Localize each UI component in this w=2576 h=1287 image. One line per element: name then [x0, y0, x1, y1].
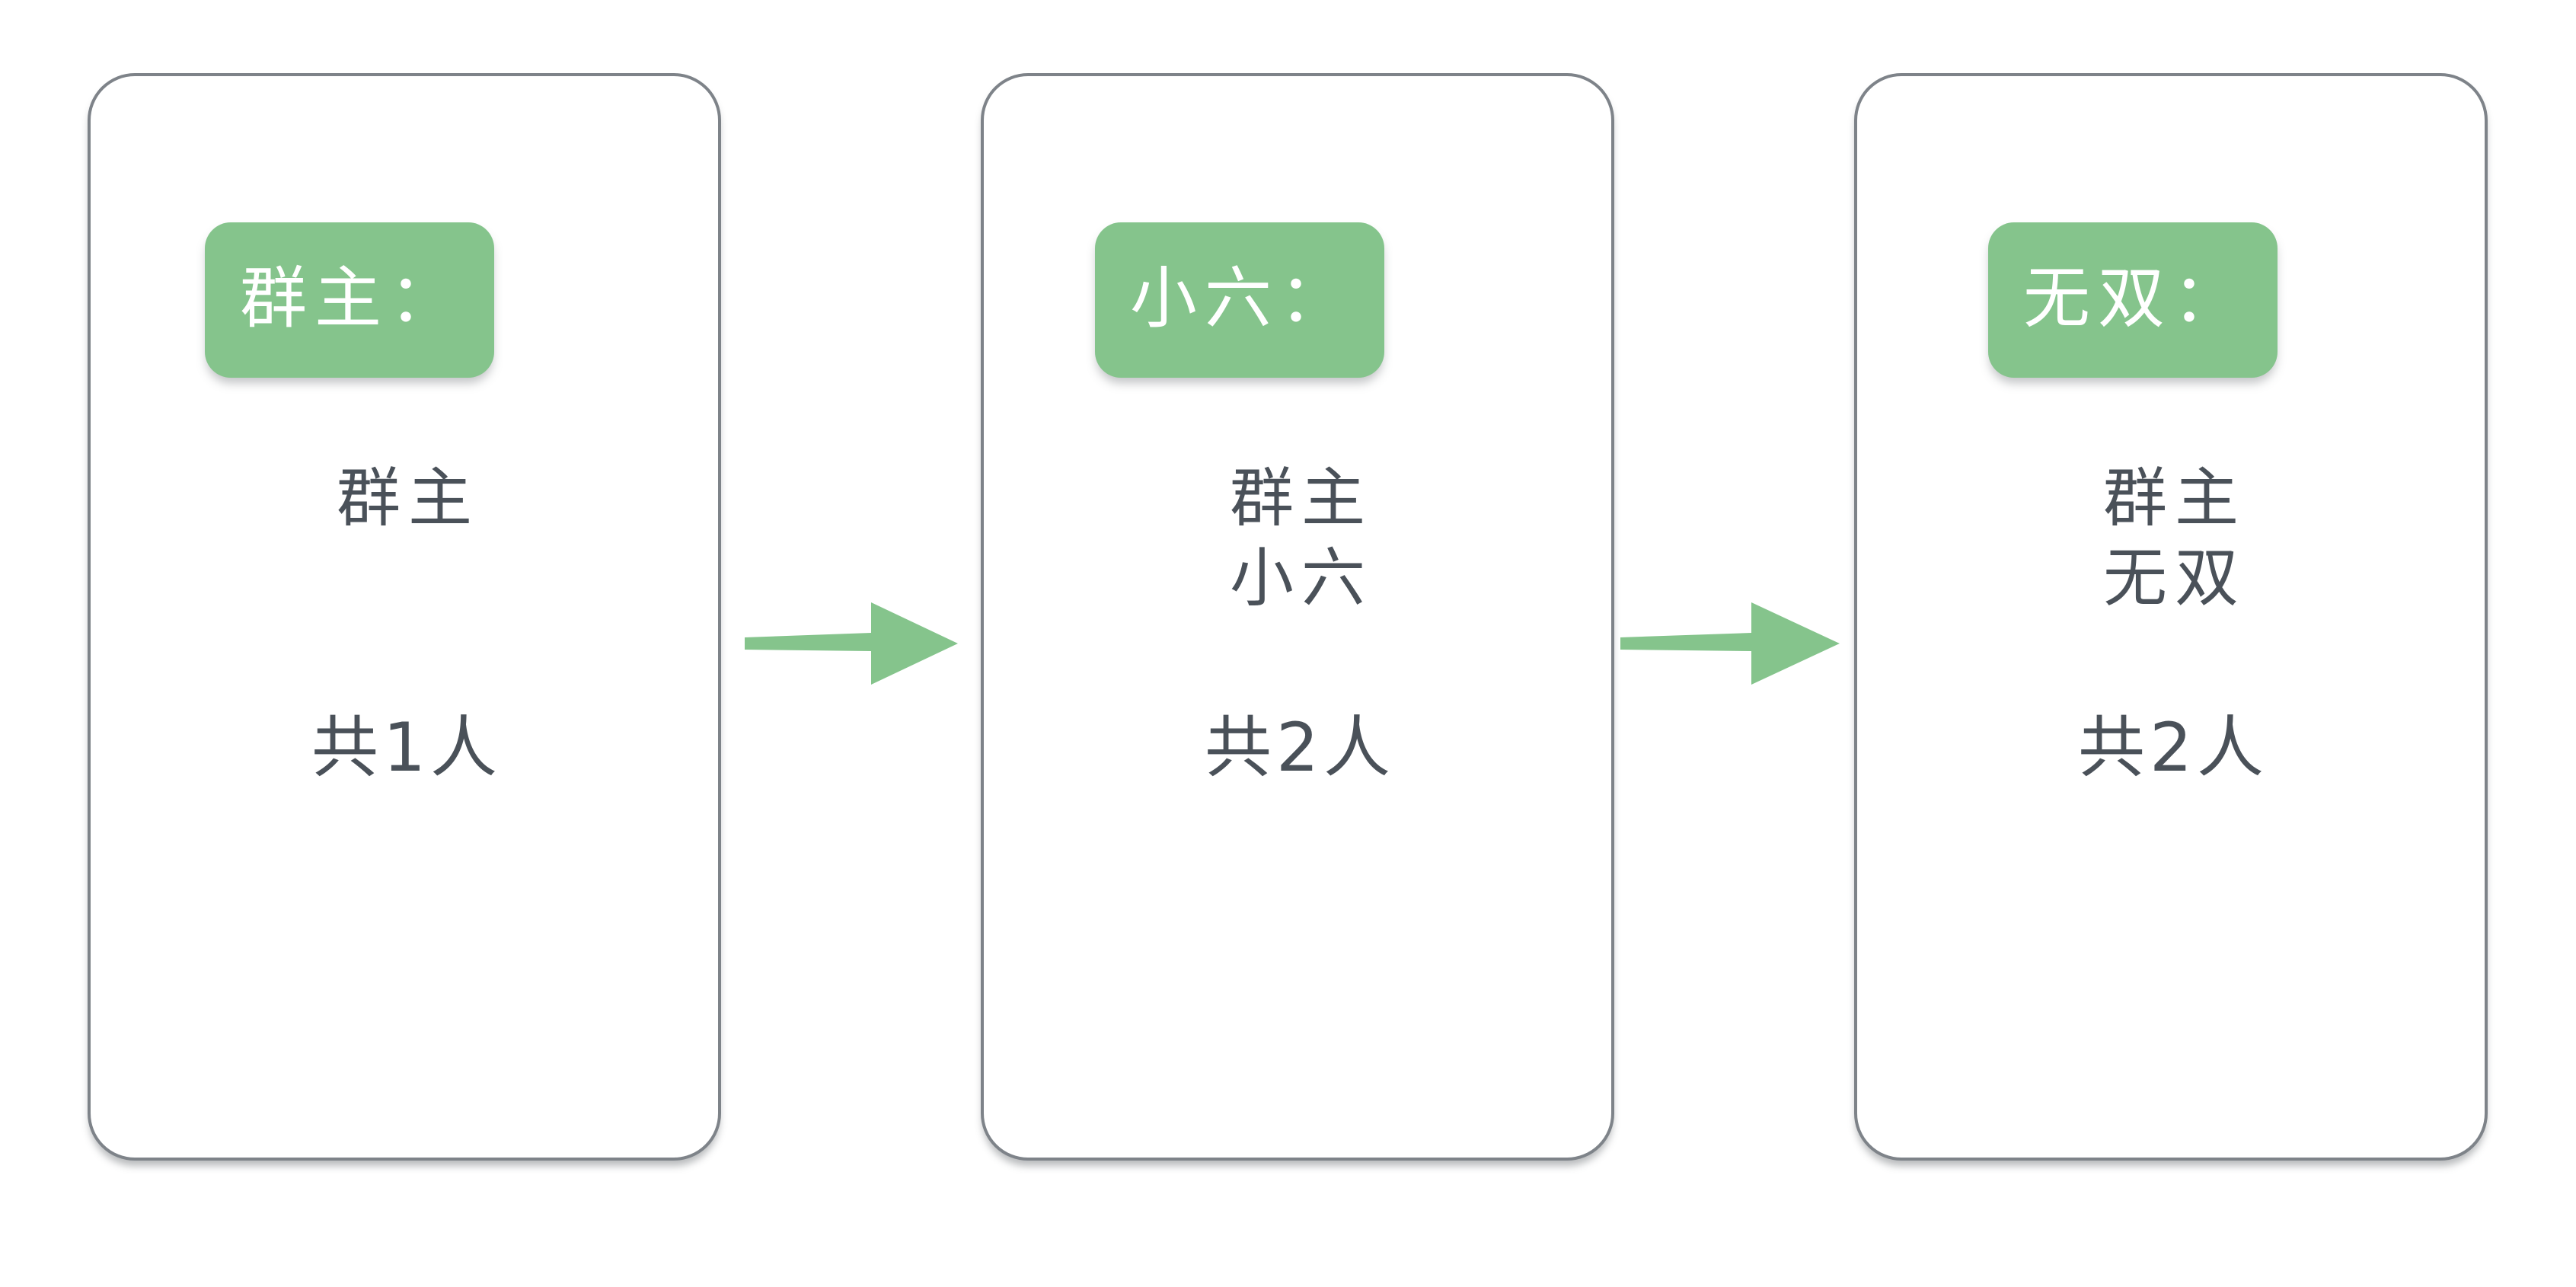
flow-arrow-2-icon: [1620, 601, 1840, 686]
card-3-member-list: 群主 无双: [1857, 458, 2485, 618]
card-3-member-1: 群主: [2102, 461, 2246, 535]
card-1-member-list: 群主: [91, 458, 718, 538]
card-3-title-badge: 无双：: [1988, 222, 2278, 378]
card-1-member-count: 共1人: [311, 708, 502, 787]
card-2-member-list: 群主 小六: [984, 458, 1611, 618]
card-3-member-2: 无双: [2102, 541, 2246, 615]
card-1-member-1: 群主: [336, 461, 480, 535]
card-2-member-count: 共2人: [1205, 708, 1395, 787]
card-2-member-1: 群主: [1229, 461, 1373, 535]
card-3-member-count: 共2人: [2078, 708, 2268, 787]
flow-card-2[interactable]: 小六： 群主 小六 共2人: [981, 73, 1614, 1161]
card-1-title-badge: 群主：: [205, 222, 495, 378]
flow-card-3[interactable]: 无双： 群主 无双 共2人: [1854, 73, 2488, 1161]
card-2-member-2: 小六: [1229, 541, 1373, 615]
flow-arrow-1-icon: [745, 601, 958, 686]
flow-card-1[interactable]: 群主： 群主 共1人: [88, 73, 721, 1161]
card-2-title-badge: 小六：: [1095, 222, 1385, 378]
